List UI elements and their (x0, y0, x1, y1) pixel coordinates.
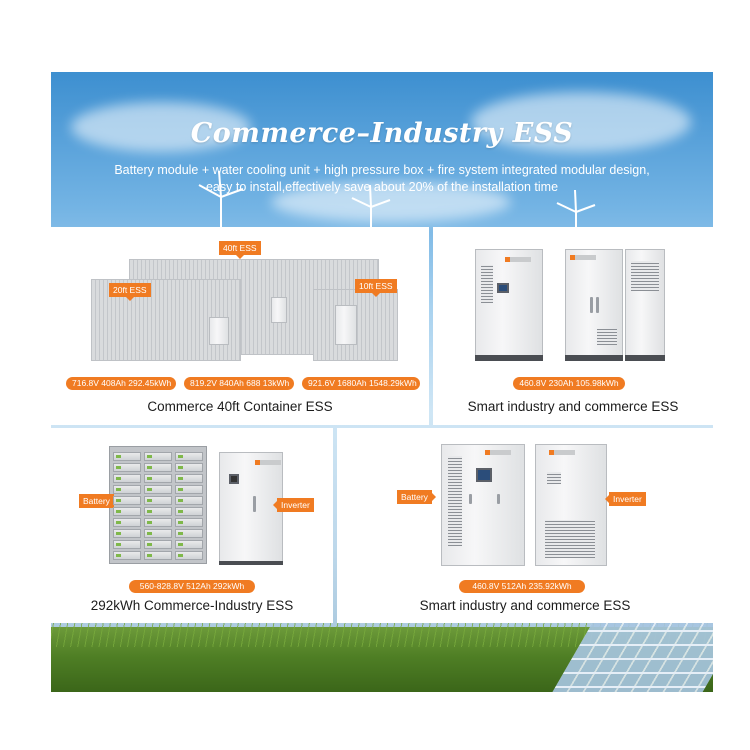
tag-40ft: 40ft ESS (219, 241, 261, 259)
page-title: Commerce–Industry ESS (190, 118, 574, 149)
spec-badge: 716.8V 408Ah 292.45kWh (66, 377, 176, 390)
battery-module (144, 485, 172, 494)
cabinet-base (219, 561, 283, 565)
cloud (471, 92, 691, 152)
battery-module (144, 518, 172, 527)
product-card-container-ess: 40ft ESS 20ft ESS 10ft ESS 716.8V 408Ah … (51, 227, 429, 425)
battery-module (175, 463, 203, 472)
brand-logo (505, 257, 531, 262)
brand-logo (570, 255, 596, 260)
vent-grille (481, 265, 493, 303)
battery-module (113, 518, 141, 527)
battery-module (175, 485, 203, 494)
battery-module (113, 507, 141, 516)
tag-inverter: Inverter (273, 498, 314, 512)
subtitle-line: Battery module + water cooling unit + hi… (114, 163, 650, 177)
battery-module (144, 529, 172, 538)
brand-logo (255, 460, 281, 465)
tag-battery: Battery (79, 494, 118, 508)
brand-logo (549, 450, 575, 455)
tag-10ft: 10ft ESS (355, 279, 397, 297)
battery-module (113, 529, 141, 538)
cloud (271, 182, 511, 222)
product-card-smart-ess: 460.8V 230Ah 105.98kWh Smart industry an… (433, 227, 713, 425)
battery-module (144, 540, 172, 549)
product-card-smart-ess-2: Battery Inverter 460.8V 512Ah 235.92kWh … (337, 428, 713, 623)
cabinet-handle (253, 496, 256, 512)
display-screen (229, 474, 239, 484)
brand-logo (485, 450, 511, 455)
spec-badge: 819.2V 840Ah 688 13kWh (184, 377, 294, 390)
battery-module (144, 551, 172, 560)
cabinet-handle (596, 297, 599, 313)
vent-grille (597, 329, 617, 345)
product-caption: Smart industry and commerce ESS (467, 399, 679, 414)
spec-badge: 460.8V 230Ah 105.98kWh (513, 377, 625, 390)
battery-module (113, 485, 141, 494)
inverter-cabinet (219, 452, 283, 564)
battery-module (113, 452, 141, 461)
battery-module (113, 463, 141, 472)
spec-badge: 460.8V 512Ah 235.92kWh (459, 580, 585, 593)
tag-inverter: Inverter (605, 492, 646, 506)
cloud (71, 102, 251, 152)
tag-20ft: 20ft ESS (109, 283, 151, 301)
battery-module (175, 518, 203, 527)
battery-module (144, 463, 172, 472)
battery-module (175, 474, 203, 483)
vent-grille (545, 520, 595, 558)
cabinet-base (475, 355, 543, 361)
cabinet-handle (469, 494, 472, 504)
spec-badge: 921.6V 1680Ah 1548.29kWh (302, 377, 420, 390)
cabinet-base (565, 355, 623, 361)
product-caption: 292kWh Commerce-Industry ESS (90, 598, 294, 613)
vent-grille (631, 261, 659, 291)
battery-module (144, 474, 172, 483)
display-screen (476, 468, 492, 482)
container-door-panel (271, 297, 287, 323)
battery-module (113, 551, 141, 560)
display-screen (497, 283, 509, 293)
battery-module (113, 540, 141, 549)
spec-badge: 560-828.8V 512Ah 292kWh (129, 580, 255, 593)
product-card-292kwh-ess: Battery Inverter 560-828.8V 512Ah 292kWh… (51, 428, 333, 623)
battery-module (175, 529, 203, 538)
battery-module (175, 496, 203, 505)
battery-module (144, 496, 172, 505)
container-door-panel (335, 305, 357, 345)
battery-module (175, 551, 203, 560)
tag-battery: Battery (397, 490, 436, 504)
product-caption: Smart industry and commerce ESS (419, 598, 631, 613)
cabinet-base (625, 355, 665, 361)
battery-module (175, 540, 203, 549)
battery-module (175, 507, 203, 516)
vent-grille (547, 472, 561, 484)
container-door-panel (209, 317, 229, 345)
battery-module (175, 452, 203, 461)
product-caption: Commerce 40ft Container ESS (147, 399, 333, 414)
poster-banner: Commerce–Industry ESS Battery module + w… (51, 72, 713, 692)
page-subtitle: Battery module + water cooling unit + hi… (81, 162, 683, 196)
cabinet-handle (497, 494, 500, 504)
battery-module (144, 507, 172, 516)
subtitle-line: easy to install,effectively save about 2… (205, 180, 559, 194)
cabinet-handle (590, 297, 593, 313)
battery-module (113, 474, 141, 483)
vent-grille (448, 456, 462, 546)
battery-module (144, 452, 172, 461)
battery-module (113, 496, 141, 505)
